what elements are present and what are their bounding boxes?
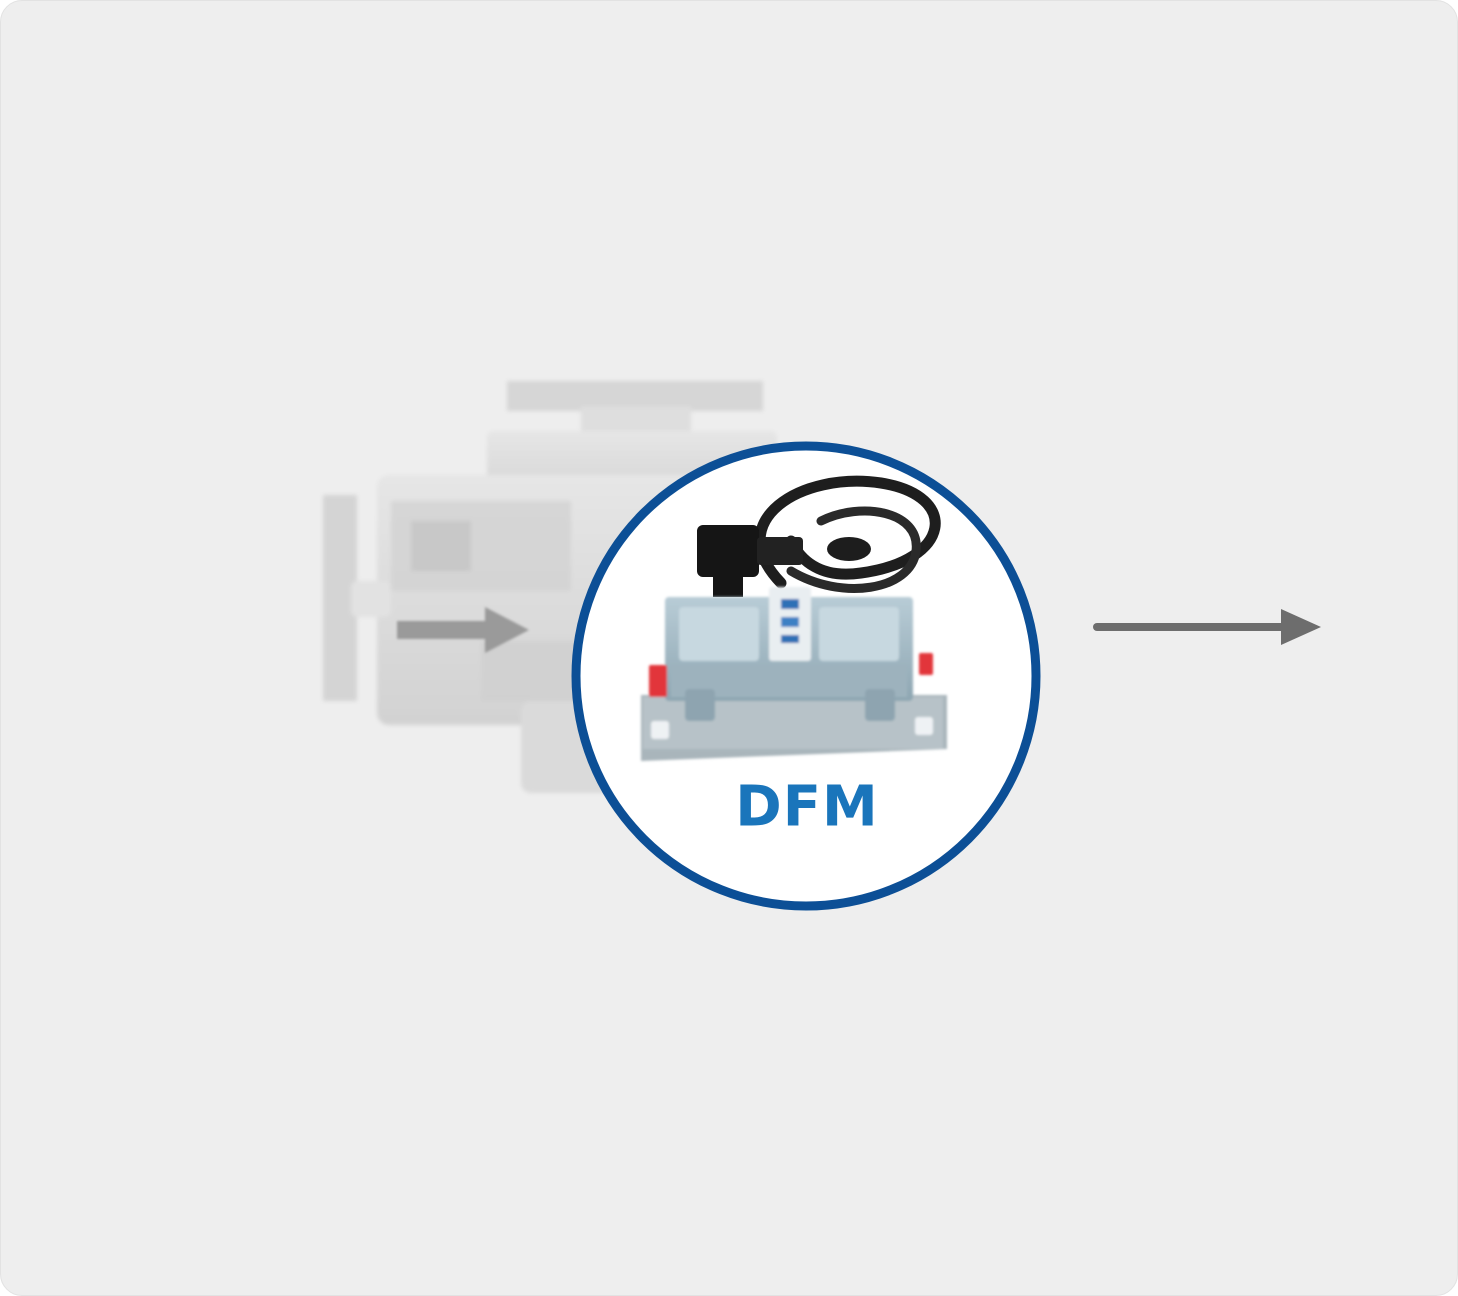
dfm-label: DFM xyxy=(735,774,879,840)
dfm-module-icon xyxy=(641,587,947,761)
inlet-arrow-icon xyxy=(397,607,529,653)
outlet-arrow-icon xyxy=(1093,609,1321,645)
cable-icon xyxy=(697,475,941,597)
